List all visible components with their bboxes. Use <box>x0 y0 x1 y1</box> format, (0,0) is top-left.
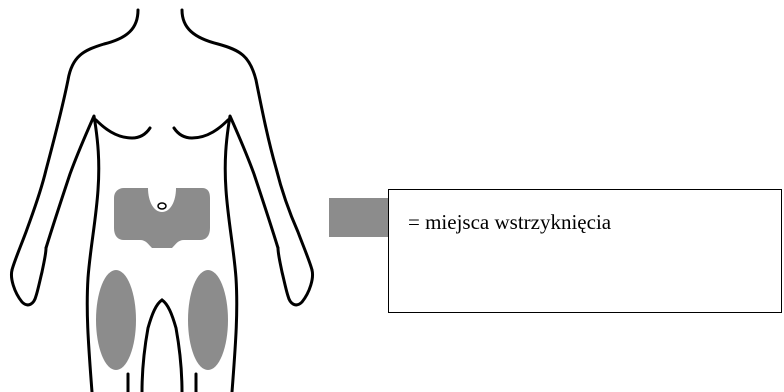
legend-box: = miejsca wstrzyknięcia <box>388 189 782 313</box>
right-thigh-injection-site <box>188 270 228 370</box>
legend-swatch-icon <box>329 198 389 237</box>
left-thigh-injection-site <box>96 270 136 370</box>
legend-label: = miejsca wstrzyknięcia <box>408 210 611 235</box>
